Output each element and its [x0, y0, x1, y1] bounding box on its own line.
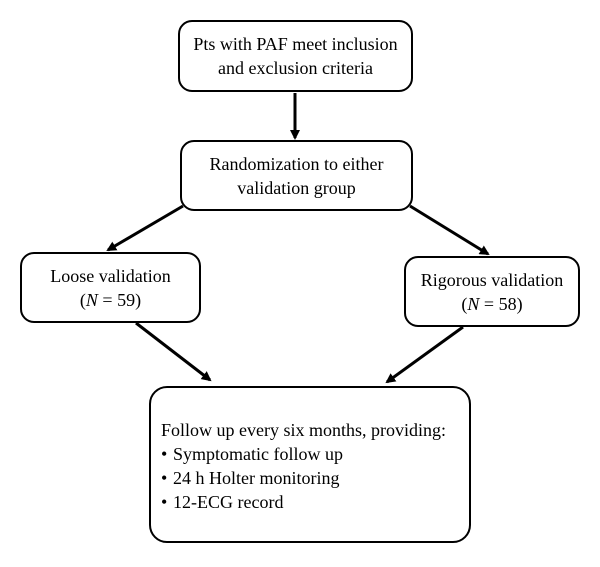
- rigorous-n-value: = 58: [483, 293, 517, 314]
- rigorous-validation-n: (N = 58): [461, 293, 523, 314]
- follow-up-item-text: 24 h Holter monitoring: [173, 468, 340, 488]
- follow-up-title: Follow up every six months, providing:: [161, 420, 446, 440]
- criteria-line-2: and exclusion criteria: [218, 58, 373, 78]
- randomization-line-1: Randomization to either: [209, 153, 384, 174]
- randomization-box: Randomization to either validation group: [180, 140, 413, 211]
- bullet-icon: •: [161, 444, 168, 464]
- rigorous-validation-box: Rigorous validation (N = 58): [404, 256, 580, 327]
- arrow-randomization-to-loose: [106, 204, 184, 252]
- loose-validation-n: (N = 59): [79, 289, 142, 310]
- loose-n-value: = 59: [102, 289, 136, 310]
- loose-n-label: N: [85, 289, 98, 310]
- criteria-line-1: Pts with PAF meet inclusion: [193, 34, 398, 54]
- follow-up-list: •Symptomatic follow up •24 h Holter moni…: [161, 442, 469, 514]
- randomization-line-2: validation group: [237, 177, 356, 198]
- follow-up-item-text: 12-ECG record: [173, 492, 284, 512]
- inclusion-criteria-box: Pts with PAF meet inclusion and exclusio…: [178, 20, 413, 92]
- follow-up-item: •24 h Holter monitoring: [161, 466, 469, 490]
- follow-up-item-text: Symptomatic follow up: [173, 444, 343, 464]
- follow-up-item: •Symptomatic follow up: [161, 442, 469, 466]
- follow-up-box: Follow up every six months, providing: •…: [149, 386, 471, 543]
- arrow-loose-to-followup: [135, 321, 212, 382]
- rigorous-validation-title: Rigorous validation: [420, 269, 564, 290]
- follow-up-item: •12-ECG record: [161, 490, 469, 514]
- loose-validation-title: Loose validation: [50, 265, 171, 286]
- loose-validation-box: Loose validation (N = 59): [20, 252, 201, 323]
- arrow-rigorous-to-followup: [385, 325, 464, 384]
- bullet-icon: •: [161, 492, 168, 512]
- arrow-randomization-to-rigorous: [409, 204, 490, 256]
- bullet-icon: •: [161, 468, 168, 488]
- rigorous-n-label: N: [467, 293, 480, 314]
